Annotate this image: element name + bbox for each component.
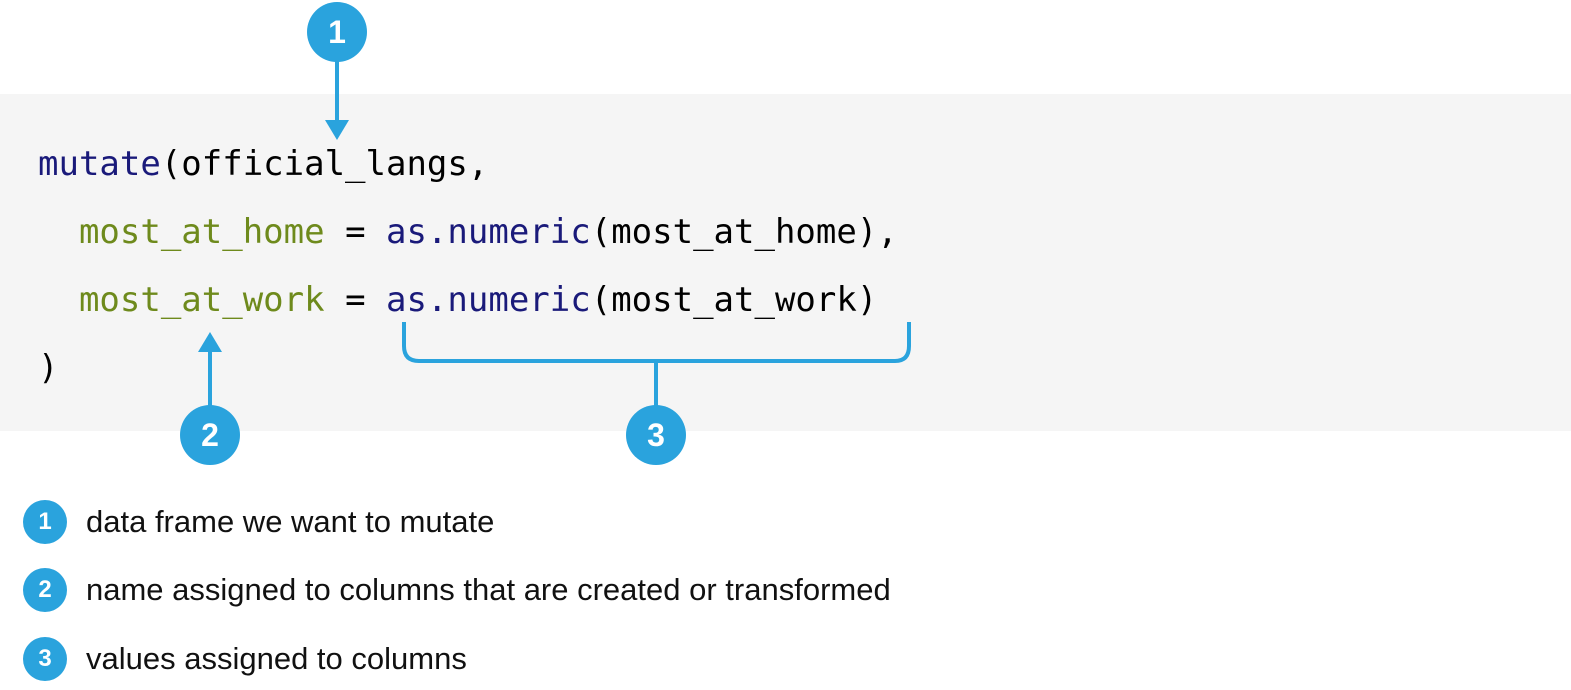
legend-badge-3: 3: [23, 637, 67, 681]
legend-badge-1: 1: [23, 500, 67, 544]
code-block: [0, 94, 1571, 431]
code-line-3: most_at_work = as.numeric(most_at_work): [78, 280, 878, 320]
legend-text-2: name assigned to columns that are create…: [86, 572, 891, 607]
code-line-1: mutate(official_langs,: [38, 144, 488, 184]
legend-badge-2: 2: [23, 568, 67, 612]
column-name: most_at_work: [78, 280, 325, 320]
bracket-3: [402, 322, 911, 363]
callout-badge-3: 3: [626, 405, 686, 465]
code-line-2: most_at_home = as.numeric(most_at_home),: [78, 212, 898, 252]
arrow-2-head: [198, 332, 222, 352]
function-as-numeric: as.numeric: [386, 280, 591, 320]
function-as-numeric: as.numeric: [386, 212, 591, 252]
callout-badge-1: 1: [307, 2, 367, 62]
legend-text-3: values assigned to columns: [86, 641, 467, 676]
code-line-4: ): [38, 348, 59, 388]
code-args: (official_langs,: [160, 144, 489, 184]
column-name: most_at_home: [78, 212, 325, 252]
legend-text-1: data frame we want to mutate: [86, 504, 495, 539]
arrow-1-head: [325, 120, 349, 140]
function-mutate: mutate: [38, 144, 161, 184]
callout-badge-2: 2: [180, 405, 240, 465]
